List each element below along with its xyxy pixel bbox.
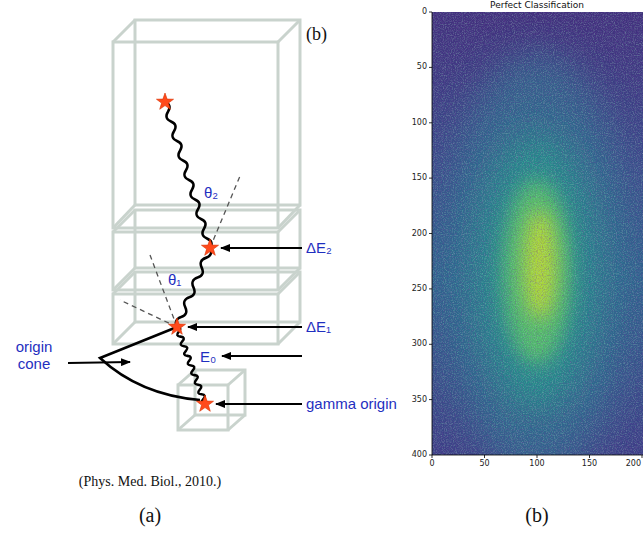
axis-tick: 400 (412, 450, 427, 460)
panel-letter: (a) (139, 504, 161, 527)
origin-cone (100, 327, 200, 400)
angle-label: θ₁ (168, 271, 181, 288)
energy-label: ΔE₂ (306, 239, 332, 256)
axis-tick: 50 (479, 459, 489, 469)
cone-label: origin cone (4, 338, 64, 373)
axis-tick: 0 (429, 459, 434, 469)
plot-title: Perfect Classification (490, 0, 584, 11)
axis-tick: 350 (412, 395, 427, 405)
axis-tick: 250 (412, 284, 427, 294)
axis-tick: 100 (529, 459, 544, 469)
axis-tick: 300 (412, 339, 427, 349)
reference-lines (120, 176, 240, 327)
heatmap-image (432, 12, 643, 455)
citation-note: (Phys. Med. Biol., 2010.) (79, 474, 221, 490)
origin-label: gamma origin (306, 395, 397, 412)
axis-tick: 100 (412, 118, 427, 128)
angle-label: θ₂ (204, 184, 218, 201)
axis-tick: 200 (412, 229, 427, 239)
axis-tick: 150 (412, 173, 427, 183)
leader-arrows (68, 248, 302, 404)
axis-tick: 50 (417, 62, 427, 72)
panel-letter: (b) (306, 24, 327, 45)
axis-tick: 0 (422, 7, 427, 17)
interaction-stars (156, 93, 218, 411)
energy-label: E₀ (200, 348, 216, 365)
panel-letter: (b) (525, 504, 548, 527)
plot-axes (429, 12, 643, 458)
energy-label: ΔE₁ (306, 318, 331, 335)
detector-boxes (113, 20, 300, 430)
axis-tick: 200 (626, 459, 641, 469)
axis-tick: 150 (582, 459, 597, 469)
